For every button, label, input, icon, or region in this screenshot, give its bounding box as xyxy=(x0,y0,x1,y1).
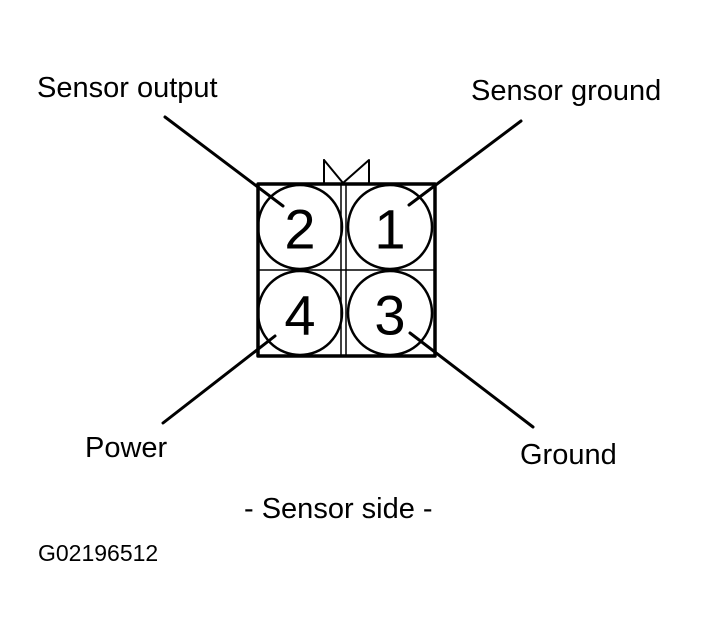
figure-code: G02196512 xyxy=(38,540,159,566)
locking-tab-left xyxy=(323,159,344,184)
pin-label-2: 2 xyxy=(284,198,315,261)
leader-sensor-ground xyxy=(407,119,523,207)
pin-circle-3 xyxy=(346,269,434,357)
leader-sensor-output xyxy=(163,115,285,208)
label-sensor-ground: Sensor ground xyxy=(471,75,662,107)
leader-power xyxy=(161,334,277,425)
pin-circle-2 xyxy=(256,183,344,271)
locking-tab-right xyxy=(342,159,370,184)
label-power: Power xyxy=(85,432,168,464)
pin-label-3: 3 xyxy=(374,284,405,347)
pin-circle-1 xyxy=(346,183,434,271)
caption-sensor-side: - Sensor side - xyxy=(244,493,433,525)
pin-circle-4 xyxy=(256,269,344,357)
label-sensor-output: Sensor output xyxy=(37,72,218,104)
pin-label-1: 1 xyxy=(374,198,405,261)
label-ground: Ground xyxy=(520,439,617,471)
leader-ground xyxy=(408,331,535,429)
pin-label-4: 4 xyxy=(284,284,315,347)
